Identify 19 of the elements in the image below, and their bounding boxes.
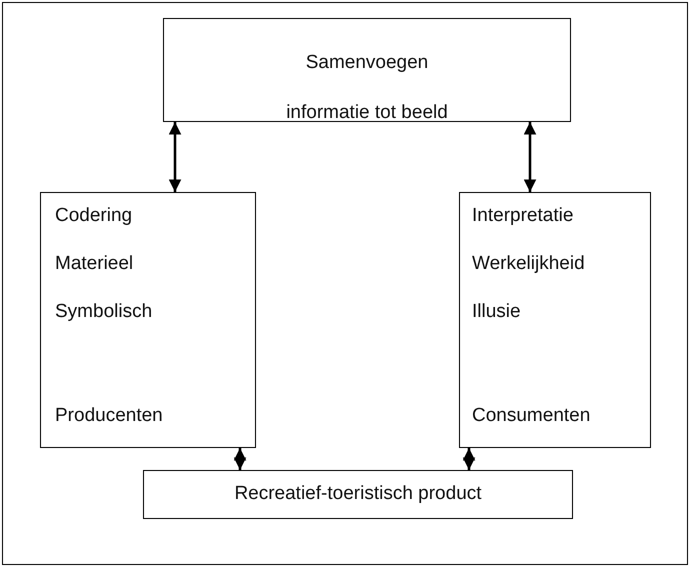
text-box — [163, 18, 571, 122]
box-text: Recreatief-toeristisch product — [233, 483, 483, 505]
box-text: Interpretatie — [472, 205, 574, 227]
box-text: Samenvoegen — [304, 52, 430, 74]
double-arrow — [462, 448, 476, 470]
box-text: informatie tot beeld — [285, 102, 449, 124]
double-arrow — [168, 122, 182, 192]
double-arrow — [524, 122, 536, 192]
text-box — [40, 192, 256, 448]
text-box — [459, 192, 651, 448]
box-text: Werkelijkheid — [472, 253, 585, 275]
text-box — [143, 470, 573, 519]
box-text: Materieel — [55, 253, 134, 275]
box-text: Consumenten — [472, 405, 590, 427]
box-text: Illusie — [472, 301, 521, 323]
box-text: Producenten — [55, 405, 163, 427]
box-text: Codering — [55, 205, 132, 227]
double-arrow — [234, 448, 246, 470]
box-text: Symbolisch — [55, 301, 152, 323]
